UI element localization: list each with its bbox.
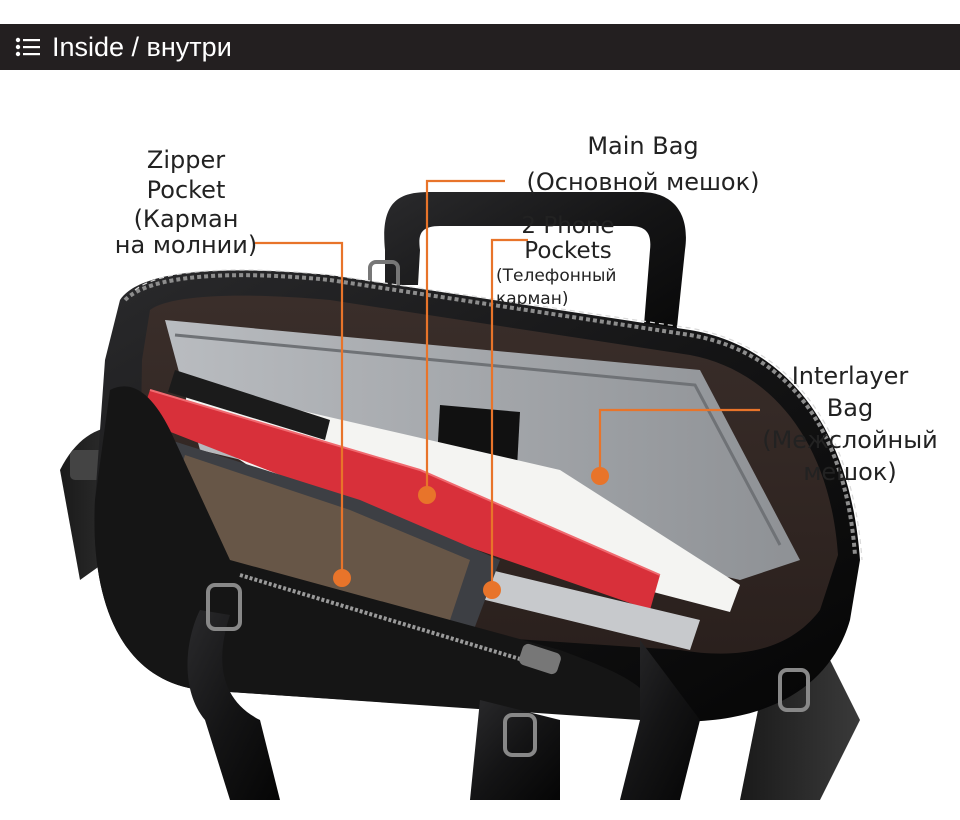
zipper-pocket-label: Zipper Pocket (Карман на молнии)	[114, 146, 258, 259]
list-icon	[15, 37, 40, 57]
phone-pockets-label: 2 Phone Pockets (Телефонный карман)	[496, 213, 617, 310]
section-title: Inside / внутри	[52, 32, 232, 62]
main-bag-label: Main Bag (Основной мешок)	[526, 132, 760, 196]
bag-interior-photo	[60, 179, 863, 800]
section-header: Inside / внутри	[0, 24, 960, 70]
interlayer-bag-label: Interlayer Bag (Межслойный мешок)	[762, 362, 938, 486]
